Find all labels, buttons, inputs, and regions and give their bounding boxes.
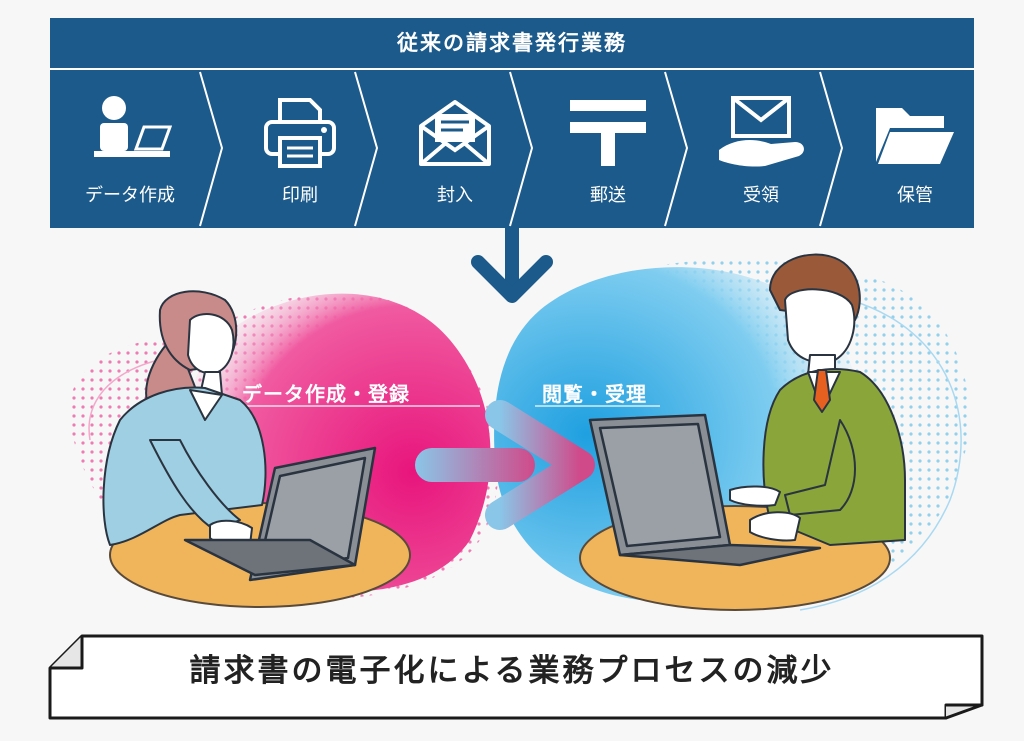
- right-scene-label: 閲覧・受理: [542, 382, 647, 406]
- banner-title: 従来の請求書発行業務: [397, 31, 627, 55]
- step-label-data-create: データ作成: [85, 185, 175, 206]
- left-scene-label: データ作成・登録: [242, 382, 410, 406]
- step-label-print: 印刷: [282, 185, 318, 206]
- step-label-mail: 郵送: [590, 185, 626, 206]
- man-figure: [729, 253, 906, 546]
- footer-ribbon: [48, 634, 984, 720]
- step-label-receive: 受領: [743, 185, 779, 206]
- person-at-desk-icon: [94, 96, 172, 157]
- traditional-process-banner: 従来の請求書発行業務: [50, 18, 974, 228]
- step-chevrons: [199, 71, 844, 227]
- banner-divider: [50, 68, 974, 70]
- step-label-store: 保管: [897, 185, 933, 206]
- transfer-arrow: [415, 400, 595, 530]
- postal-mark-icon: [570, 100, 646, 166]
- folder-icon: [876, 108, 954, 164]
- hand-envelope-icon: [719, 96, 804, 167]
- down-arrow: [471, 221, 553, 303]
- printer-icon: [264, 98, 336, 168]
- right-laptop: [588, 413, 822, 567]
- envelope-letter-icon: [419, 100, 491, 166]
- step-label-enclose: 封入: [437, 185, 473, 206]
- footer-caption: 請求書の電子化による業務プロセスの減少: [189, 653, 835, 689]
- left-laptop: [183, 446, 377, 582]
- woman-figure: [102, 290, 267, 548]
